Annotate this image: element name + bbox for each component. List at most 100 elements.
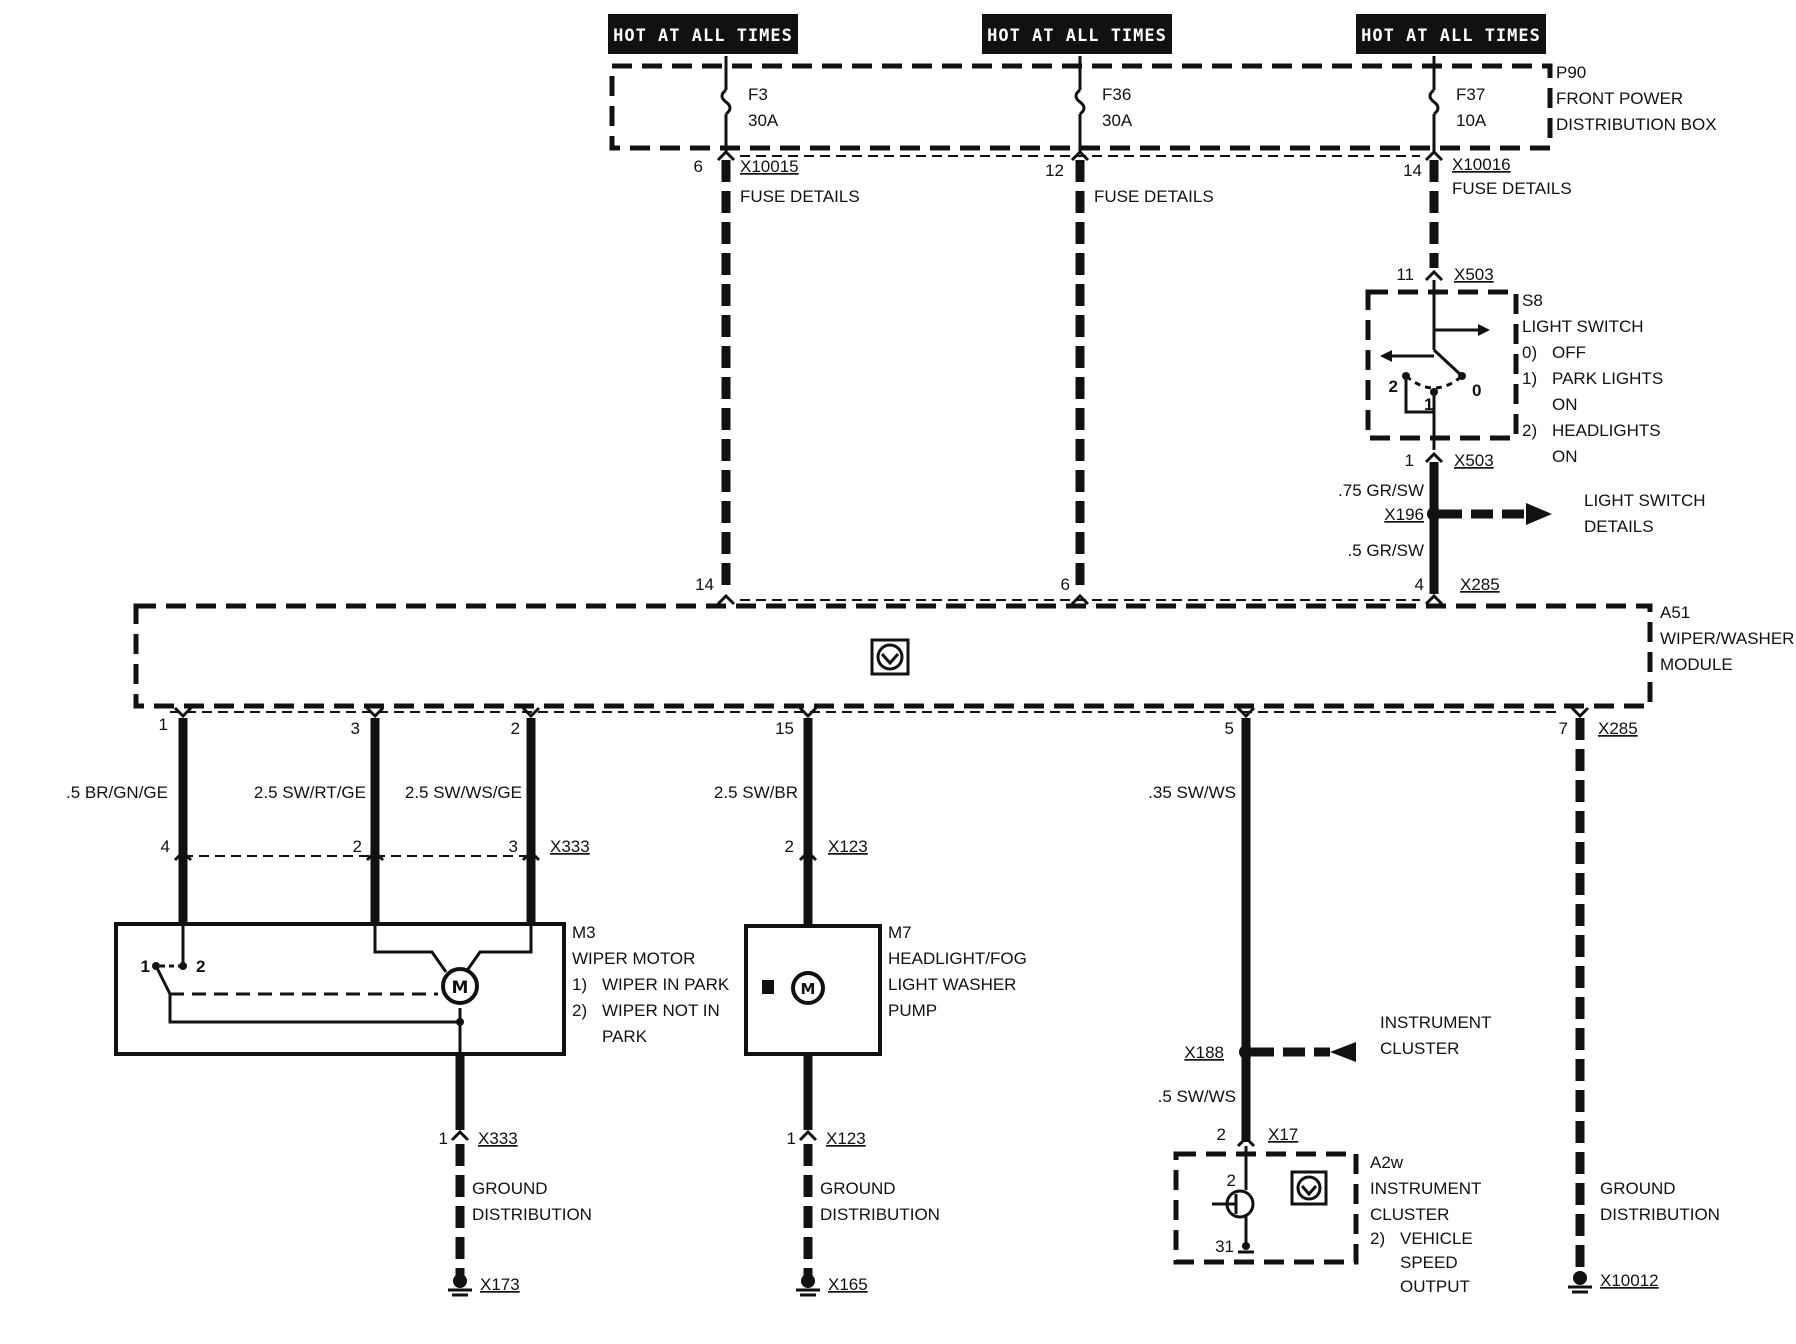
ground-3-label-2: DISTRIBUTION — [1600, 1205, 1720, 1224]
ground-x165: X165 — [828, 1275, 868, 1294]
x333-pin-2: 2 — [353, 837, 362, 856]
wire-label-w5b: .5 SW/WS — [1158, 1087, 1236, 1106]
s8-pos-2: 2 — [1389, 377, 1398, 396]
m3-pos-2: 2 — [196, 957, 205, 976]
x503-in-connector-symbol — [1424, 269, 1444, 282]
hot-label-3: HOT AT ALL TIMES — [1356, 14, 1546, 54]
hot-label-1: HOT AT ALL TIMES — [608, 14, 798, 54]
s8-light-switch — [1365, 289, 1519, 441]
a2w-instrument-cluster — [1173, 1151, 1359, 1265]
transistor-icon — [1212, 1146, 1255, 1254]
x188-id: X188 — [1184, 1043, 1224, 1062]
a51-wiper-washer-module — [133, 603, 1653, 709]
fuse-f3: F3 30A — [720, 56, 779, 152]
svg-text:HOT AT ALL TIMES: HOT AT ALL TIMES — [987, 26, 1167, 46]
x196-wire-top: .75 GR/SW — [1338, 481, 1424, 500]
fuse-f3-pin: 6 — [694, 157, 703, 176]
svg-text:F3: F3 — [748, 85, 768, 104]
svg-text:HOT AT ALL TIMES: HOT AT ALL TIMES — [1361, 26, 1541, 46]
s8-conn-in: X503 — [1454, 265, 1494, 284]
m3-legend-1-text: WIPER IN PARK — [602, 975, 730, 994]
m7-headlight-washer-pump — [744, 924, 882, 1056]
svg-text:30A: 30A — [1102, 111, 1133, 130]
m7-id: M7 — [888, 923, 912, 942]
a51-pin4-symbol — [1424, 593, 1444, 606]
ground-x173: X173 — [480, 1275, 520, 1294]
fuse-f36: F36 30A — [1074, 56, 1133, 152]
svg-text:10A: 10A — [1456, 111, 1487, 130]
m3-motor-icon: M — [441, 967, 479, 1005]
s8-name: LIGHT SWITCH — [1522, 317, 1644, 336]
s8-switch-symbol — [1380, 280, 1490, 450]
wire-label-w2: 2.5 SW/WS/GE — [405, 783, 522, 802]
s8-legend-0-text: OFF — [1552, 343, 1586, 362]
m3-legend-2-num: 2) — [572, 1001, 587, 1020]
a2w-id: A2w — [1370, 1153, 1404, 1172]
x333-pin-3: 3 — [509, 837, 518, 856]
m7-gnd-pin: 1 — [787, 1129, 796, 1148]
a51-pin1-symbol — [173, 706, 193, 719]
x333-pin2-symbol — [365, 849, 385, 862]
m7-name-2: LIGHT WASHER — [888, 975, 1016, 994]
ground-1-label-1: GROUND — [472, 1179, 548, 1198]
a2w-inner-pin: 2 — [1227, 1171, 1236, 1190]
p90-id: P90 — [1556, 63, 1586, 82]
a2w-legend-1: VEHICLE — [1400, 1229, 1473, 1248]
x333-pin-4: 4 — [161, 837, 170, 856]
wire-label-w1: .5 BR/GN/GE — [66, 783, 168, 802]
a51-name-2: MODULE — [1660, 655, 1733, 674]
light-switch-details-arrow — [1526, 503, 1552, 525]
s8-legend-1-text2: ON — [1552, 395, 1578, 414]
a51-id: A51 — [1660, 603, 1690, 622]
ground-icon-x10012 — [1568, 1271, 1592, 1294]
s8-pos-1: 1 — [1424, 395, 1433, 414]
m3-gnd-pin: 1 — [439, 1129, 448, 1148]
svg-text:M: M — [452, 978, 469, 998]
wire-label-w3: 2.5 SW/RT/GE — [254, 783, 366, 802]
x188-label-1: INSTRUMENT — [1380, 1013, 1491, 1032]
m3-id: M3 — [572, 923, 596, 942]
light-switch-details-1: LIGHT SWITCH — [1584, 491, 1706, 510]
a2w-legend-num: 2) — [1370, 1229, 1385, 1248]
x10015-connector-symbol — [716, 149, 736, 162]
a51-bottom-pin-2: 2 — [511, 719, 520, 738]
m3-name: WIPER MOTOR — [572, 949, 695, 968]
a51-pin15-symbol — [798, 706, 818, 719]
x17-connector-symbol — [1236, 1135, 1256, 1148]
m3-wiper-motor — [114, 922, 566, 1056]
a51-bottom-pin-5: 5 — [1225, 719, 1234, 738]
instrument-cluster-arrow — [1330, 1042, 1356, 1062]
module-symbol-icon-a2w — [1290, 1170, 1328, 1206]
fuse-f37-pin: 14 — [1403, 161, 1422, 180]
s8-legend-0-num: 0) — [1522, 343, 1537, 362]
svg-text:30A: 30A — [748, 111, 779, 130]
x333-pin4-symbol — [173, 849, 193, 862]
s8-conn-out: X503 — [1454, 451, 1494, 470]
x10016-connector-symbol — [1424, 149, 1444, 162]
m3-gnd-conn: X333 — [478, 1129, 518, 1148]
s8-id: S8 — [1522, 291, 1543, 310]
p90-name-2: DISTRIBUTION BOX — [1556, 115, 1717, 134]
a51-bottom-pin-3: 3 — [351, 719, 360, 738]
wire-label-w15: 2.5 SW/BR — [714, 783, 798, 802]
m3-legend-2-text2: PARK — [602, 1027, 648, 1046]
fuse-f36-details: FUSE DETAILS — [1094, 187, 1214, 206]
a51-top-pin-6: 6 — [1061, 575, 1070, 594]
m3-pos-1: 1 — [141, 957, 150, 976]
a2w-legend-2: SPEED — [1400, 1253, 1458, 1272]
x196-splice-dot — [1427, 507, 1441, 521]
a51-bottom-pin-15: 15 — [775, 719, 794, 738]
a51-connector-top: X285 — [1460, 575, 1500, 594]
svg-text:F37: F37 — [1456, 85, 1485, 104]
a51-bottom-pin-7: 7 — [1559, 719, 1568, 738]
s8-legend-2-text2: ON — [1552, 447, 1578, 466]
a51-pin6-symbol — [1070, 593, 1090, 606]
a2w-legend-3: OUTPUT — [1400, 1277, 1470, 1296]
s8-pin-in: 11 — [1396, 265, 1414, 284]
a51-pin3-symbol — [365, 706, 385, 719]
m7-name-1: HEADLIGHT/FOG — [888, 949, 1027, 968]
a51-connector-bottom: X285 — [1598, 719, 1638, 738]
s8-legend-2-text: HEADLIGHTS — [1552, 421, 1661, 440]
m7-pin-in: 2 — [785, 837, 794, 856]
